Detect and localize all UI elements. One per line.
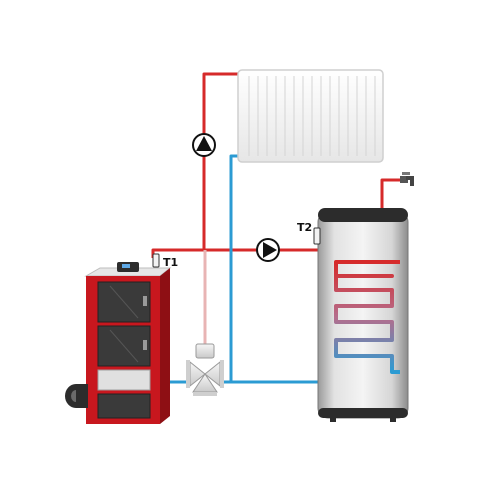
mixing-valve-icon: [186, 343, 224, 396]
radiator: [237, 69, 384, 163]
heat-exchanger-coil: [334, 260, 400, 374]
faucet-icon: [400, 172, 414, 186]
pump-icon: [192, 133, 216, 157]
pump-icon: [256, 238, 280, 262]
cold-pipe-radiator-return: [222, 154, 240, 384]
storage-tank: [317, 208, 409, 422]
temperature-sensor-icon: [152, 253, 160, 268]
temperature-sensor-icon: [313, 227, 321, 245]
hot-water-outlet: [380, 178, 402, 212]
sensor-label-t2: T2: [297, 221, 312, 234]
hot-pipe-radiator-supply: [151, 72, 240, 258]
boiler: [65, 262, 172, 424]
sensor-label-t1: T1: [163, 256, 178, 269]
